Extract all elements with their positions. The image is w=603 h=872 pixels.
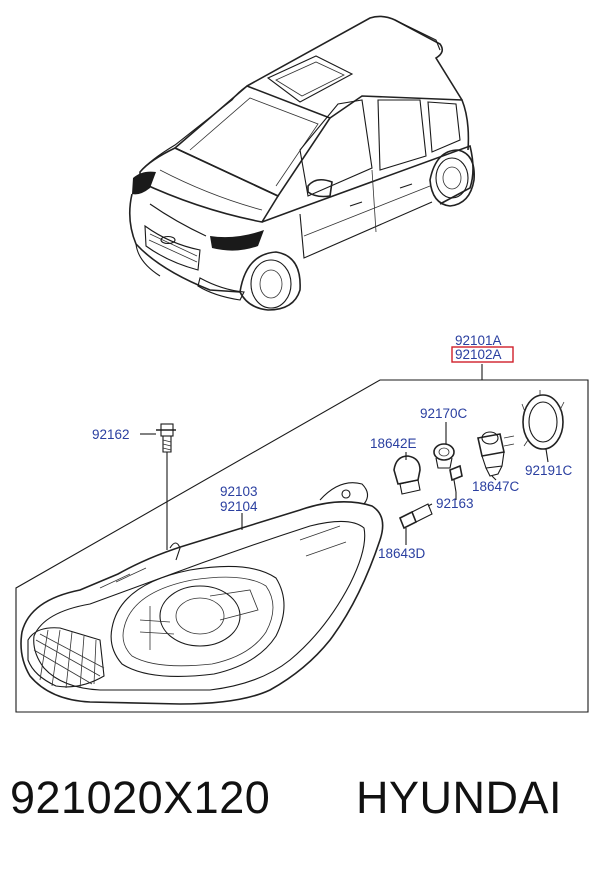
callout-18642E: 18642E [370,436,417,451]
callout-92102A-highlight [451,346,514,363]
part-number: 921020X120 [10,772,271,823]
headlamp-assembly [20,482,384,705]
callout-92101A: 92101A [455,333,502,348]
callout-18647C: 18647C [472,479,520,494]
callout-92170C: 92170C [420,406,468,421]
brand-name: HYUNDAI [356,772,563,823]
leader-92191C [545,448,549,463]
callout-92103: 92103 [220,484,258,499]
socket-92170C [433,443,455,469]
callout-92104: 92104 [220,499,258,514]
callout-92102A: 92102A [455,347,502,362]
callout-18643D: 18643D [378,546,426,561]
leader-18647C [491,475,497,481]
bulb-18642E [393,455,421,495]
clip-92163 [449,464,463,493]
bulb-18647C [477,431,515,477]
bulb-18643D [398,503,433,530]
assembly-outline [15,379,589,713]
callout-92162: 92162 [92,427,130,442]
car-illustration [128,15,475,311]
screw-92162 [156,423,176,550]
cover-92191C [521,390,565,450]
callout-92191C: 92191C [525,463,573,478]
callout-92163: 92163 [436,496,474,511]
